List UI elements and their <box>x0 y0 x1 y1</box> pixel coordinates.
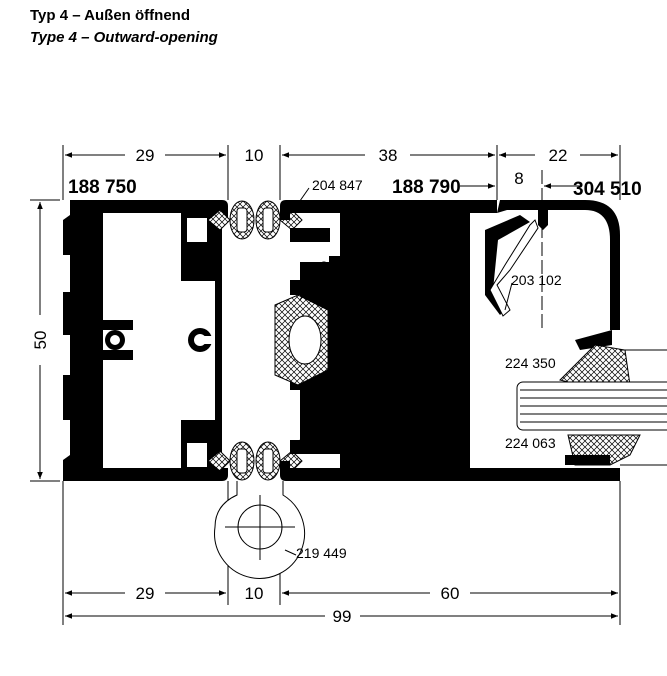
dim-overlap-8: 8 <box>514 169 523 188</box>
profile-label-188750: 188 750 <box>68 177 137 198</box>
part-label-glazing-bottom: 224 063 <box>505 435 556 451</box>
dim-height-50: 50 <box>31 331 50 350</box>
dim-top-38: 38 <box>379 146 398 165</box>
part-label-glazing-top: 224 350 <box>505 355 556 371</box>
part-label-gasket-top: 204 847 <box>312 177 363 193</box>
dim-total-99: 99 <box>333 607 352 626</box>
dim-bottom-60: 60 <box>441 584 460 603</box>
profile-188790 <box>274 200 620 481</box>
title-english: Type 4 – Outward-opening <box>30 29 218 46</box>
dim-top-10: 10 <box>245 146 264 165</box>
thermal-break <box>207 200 303 481</box>
sash-304510 <box>485 200 667 466</box>
part-label-sash-gasket: 203 102 <box>511 272 562 288</box>
dim-top-29: 29 <box>136 146 155 165</box>
dim-bottom-29: 29 <box>136 584 155 603</box>
dim-top-22: 22 <box>549 146 568 165</box>
profile-label-188790: 188 790 <box>392 177 461 198</box>
profile-188750 <box>63 200 228 481</box>
profile-label-304510: 304 510 <box>573 179 642 200</box>
dim-bottom-10: 10 <box>245 584 264 603</box>
part-label-gasket-bottom: 204 847 <box>312 416 363 432</box>
roller-219449 <box>214 481 306 579</box>
title-german: Typ 4 – Außen öffnend <box>30 7 190 24</box>
part-label-roller: 219 449 <box>296 545 347 561</box>
leader-lines <box>294 187 513 448</box>
part-label-gasket-center: 204 852 <box>320 258 371 274</box>
